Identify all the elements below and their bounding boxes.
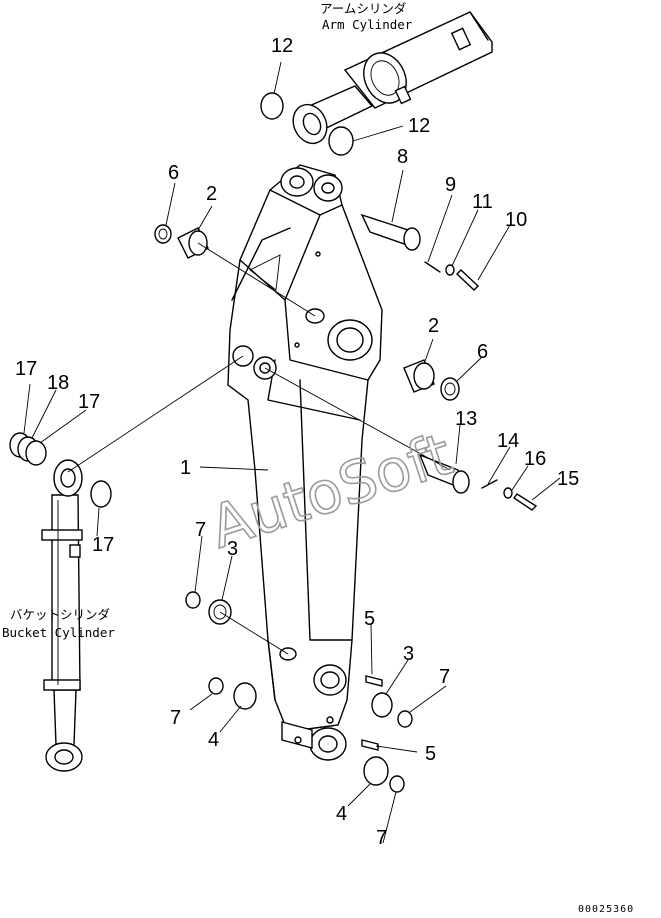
shim-12-upper: [260, 92, 284, 120]
bolt-10: [455, 269, 480, 291]
callout-4-left: 4: [208, 729, 219, 751]
callout-10: 10: [505, 209, 527, 231]
callout-9: 9: [445, 174, 456, 196]
seal-7-b: [208, 677, 224, 695]
callout-4-right: 4: [336, 803, 347, 825]
leader-lines: [23, 61, 561, 844]
callout-3-right: 3: [403, 643, 414, 665]
callout-17-top: 17: [15, 358, 37, 380]
bucket-cylinder: [41, 459, 83, 772]
callout-3-left: 3: [227, 538, 238, 560]
seal-7-d: [389, 775, 405, 793]
bushing-4-left: [233, 682, 257, 710]
callout-17-mid: 17: [78, 391, 100, 413]
washers-and-pins: [9, 92, 538, 793]
lock-pin-14: [481, 479, 498, 489]
arm-body: [227, 164, 383, 761]
callout-5-upper: 5: [364, 608, 375, 630]
callout-7-b: 7: [439, 666, 450, 688]
callout-1: 1: [180, 457, 191, 479]
callout-2-upper: 2: [206, 183, 217, 205]
arm-cylinder-caption-en: Arm Cylinder: [322, 17, 413, 32]
bucket-cylinder-caption-en: Bucket Cylinder: [2, 625, 115, 640]
grease-fitting-5-b: [361, 739, 379, 751]
shim-12-lower: [328, 126, 354, 156]
callout-5-lower: 5: [425, 743, 436, 765]
grease-fitting-5-a: [365, 675, 383, 687]
bolt-15: [512, 493, 538, 511]
bucket-cylinder-caption-jp: バケットシリンダ: [10, 607, 110, 622]
callout-15: 15: [557, 468, 579, 490]
seal-6-left: [154, 224, 172, 244]
callout-6-right: 6: [477, 341, 488, 363]
arm-cylinder-caption-jp: アームシリンダ: [320, 1, 406, 16]
seal-6-right: [440, 377, 460, 401]
callout-12-upper: 12: [271, 35, 293, 57]
drawing-code: 00025360: [578, 904, 634, 915]
seal-7-a: [185, 591, 201, 609]
callout-2-right: 2: [428, 315, 439, 337]
callout-7-c: 7: [170, 707, 181, 729]
callout-18: 18: [47, 372, 69, 394]
callout-7-d: 7: [376, 827, 387, 849]
callout-11: 11: [472, 191, 493, 213]
callout-6-upper: 6: [168, 162, 179, 184]
shim-17-b: [25, 440, 47, 466]
lock-pin-9: [424, 261, 441, 273]
callout-7-a: 7: [195, 519, 206, 541]
callout-13: 13: [455, 408, 477, 430]
callout-16: 16: [524, 448, 546, 470]
bushing-4-right: [363, 756, 389, 786]
washer-11: [445, 264, 455, 276]
callout-14: 14: [497, 430, 519, 452]
bushing-3-right: [371, 692, 393, 718]
washer-16: [503, 487, 513, 499]
callout-12-lower: 12: [408, 115, 430, 137]
shim-17-c: [90, 480, 112, 508]
seal-7-c: [397, 710, 413, 728]
callout-17-low: 17: [92, 534, 114, 556]
arm-cylinder: [292, 11, 493, 145]
callout-8: 8: [397, 146, 408, 168]
